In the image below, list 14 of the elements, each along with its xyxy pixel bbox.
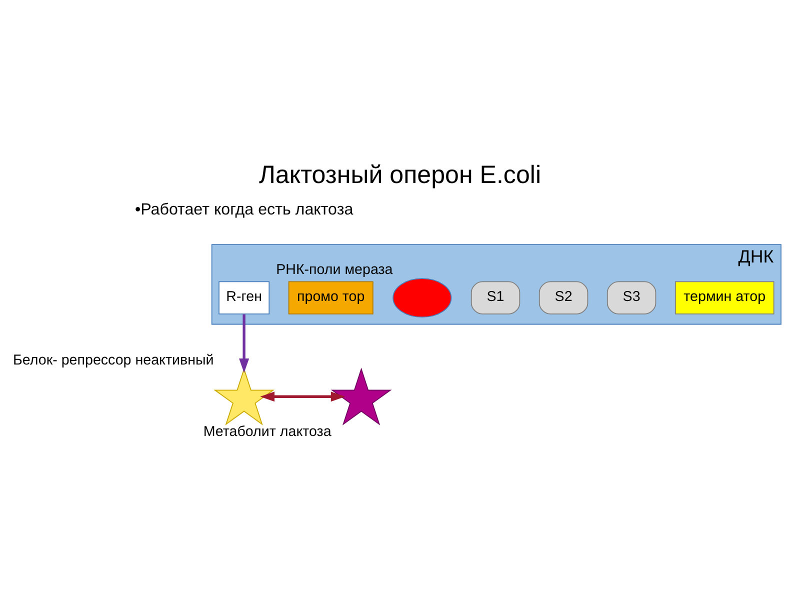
arrow (239, 314, 250, 373)
label: •Работает когда есть лактоза (134, 200, 354, 219)
node-box: S3 (606, 281, 656, 314)
node-box: R-ген (218, 281, 270, 314)
node-label: Белок- репрессор неактивный (13, 352, 214, 368)
node-box: S1 (470, 281, 520, 314)
node-circle (392, 278, 452, 318)
node-label: РНК-поли мераза (276, 262, 393, 278)
node-box: S2 (538, 281, 588, 314)
diagram-title: Лактозный оперон E.coli (258, 161, 542, 190)
node-box: промо тор (288, 281, 374, 314)
arrow (260, 392, 346, 402)
node-label: Метаболит лактоза (203, 424, 332, 440)
node-box: термин атор (674, 281, 774, 314)
